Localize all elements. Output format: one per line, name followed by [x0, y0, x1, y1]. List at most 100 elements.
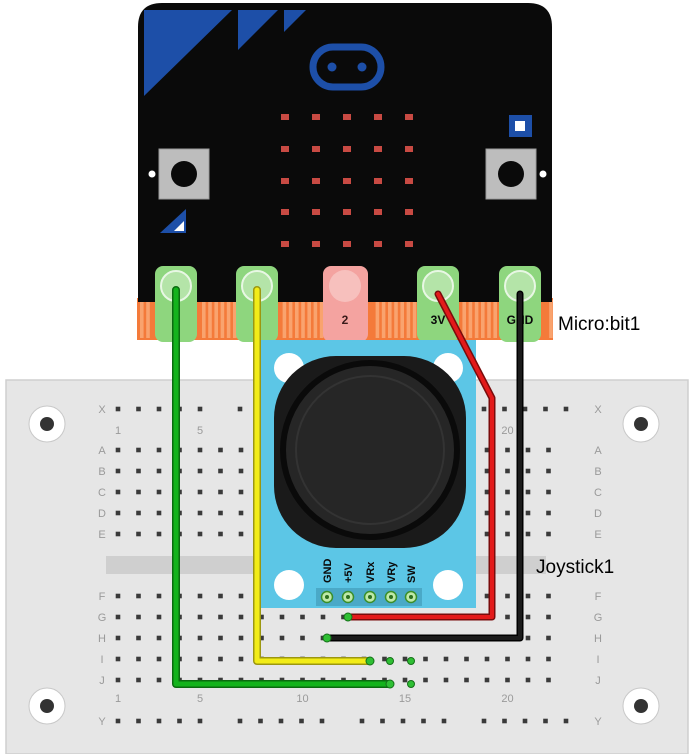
breadboard-hole[interactable] — [156, 656, 162, 662]
breadboard-hole[interactable] — [484, 593, 490, 599]
breadboard-hole[interactable] — [320, 614, 326, 620]
breadboard-hole[interactable] — [505, 677, 510, 683]
breadboard-hole[interactable] — [136, 531, 141, 537]
breadboard-hole[interactable] — [238, 447, 244, 453]
breadboard-hole[interactable] — [136, 406, 141, 412]
breadboard-hole[interactable] — [156, 677, 162, 683]
breadboard-hole[interactable] — [238, 510, 244, 516]
breadboard-hole[interactable] — [505, 447, 510, 453]
breadboard-hole[interactable] — [278, 718, 284, 724]
breadboard-hole[interactable] — [197, 447, 203, 453]
breadboard-hole[interactable] — [197, 531, 203, 537]
breadboard-hole[interactable] — [238, 614, 244, 620]
breadboard-hole[interactable] — [484, 656, 490, 662]
breadboard-hole[interactable] — [484, 447, 490, 453]
button-b[interactable] — [485, 148, 547, 200]
breadboard-hole[interactable] — [380, 718, 385, 724]
breadboard-hole[interactable] — [197, 468, 203, 474]
breadboard-hole[interactable] — [505, 510, 510, 516]
breadboard-hole[interactable] — [218, 447, 223, 453]
breadboard-hole[interactable] — [197, 489, 203, 495]
breadboard-hole[interactable] — [258, 718, 263, 724]
joystick-knob[interactable] — [280, 360, 460, 540]
breadboard-hole[interactable] — [136, 510, 141, 516]
breadboard-hole[interactable] — [421, 718, 426, 724]
breadboard-hole[interactable] — [443, 677, 449, 683]
breadboard-hole[interactable] — [402, 656, 408, 662]
breadboard-hole[interactable] — [238, 635, 244, 641]
breadboard-hole[interactable] — [136, 635, 141, 641]
breadboard-hole[interactable] — [218, 510, 223, 516]
breadboard-hole[interactable] — [481, 406, 487, 412]
breadboard-hole[interactable] — [546, 656, 551, 662]
breadboard-hole[interactable] — [423, 656, 428, 662]
breadboard-hole[interactable] — [136, 718, 141, 724]
breadboard-hole[interactable] — [279, 635, 285, 641]
breadboard-hole[interactable] — [525, 468, 531, 474]
breadboard-hole[interactable] — [279, 614, 285, 620]
breadboard-hole[interactable] — [115, 718, 121, 724]
breadboard-hole[interactable] — [546, 635, 551, 641]
breadboard-hole[interactable] — [546, 614, 551, 620]
breadboard-hole[interactable] — [115, 510, 121, 516]
breadboard-hole[interactable] — [563, 406, 569, 412]
button-a-cap[interactable] — [171, 161, 197, 187]
breadboard-hole[interactable] — [525, 635, 531, 641]
breadboard-hole[interactable] — [505, 614, 510, 620]
breadboard-hole[interactable] — [546, 531, 551, 537]
button-b-cap[interactable] — [498, 161, 524, 187]
breadboard-hole[interactable] — [505, 656, 510, 662]
breadboard-hole[interactable] — [546, 593, 551, 599]
breadboard-hole[interactable] — [546, 468, 551, 474]
breadboard-hole[interactable] — [481, 718, 487, 724]
breadboard-hole[interactable] — [359, 718, 365, 724]
breadboard-hole[interactable] — [156, 531, 162, 537]
breadboard-hole[interactable] — [546, 447, 551, 453]
breadboard-hole[interactable] — [115, 447, 121, 453]
breadboard-hole[interactable] — [505, 468, 510, 474]
breadboard-hole[interactable] — [443, 656, 449, 662]
breadboard-hole[interactable] — [505, 489, 510, 495]
breadboard-hole[interactable] — [546, 677, 551, 683]
breadboard-hole[interactable] — [156, 510, 162, 516]
breadboard-hole[interactable] — [136, 677, 141, 683]
breadboard-hole[interactable] — [441, 718, 447, 724]
breadboard-hole[interactable] — [156, 635, 162, 641]
breadboard-hole[interactable] — [525, 656, 531, 662]
breadboard-hole[interactable] — [484, 677, 490, 683]
breadboard-hole[interactable] — [319, 718, 325, 724]
breadboard-hole[interactable] — [115, 593, 121, 599]
breadboard-hole[interactable] — [522, 718, 528, 724]
breadboard-hole[interactable] — [115, 406, 121, 412]
breadboard-hole[interactable] — [156, 614, 162, 620]
breadboard-hole[interactable] — [238, 489, 244, 495]
breadboard-hole[interactable] — [505, 593, 510, 599]
breadboard-hole[interactable] — [300, 635, 305, 641]
breadboard-hole[interactable] — [218, 468, 223, 474]
breadboard-hole[interactable] — [218, 614, 223, 620]
breadboard-hole[interactable] — [502, 718, 507, 724]
breadboard-hole[interactable] — [197, 593, 203, 599]
breadboard-hole[interactable] — [484, 489, 490, 495]
breadboard-hole[interactable] — [115, 489, 121, 495]
breadboard-hole[interactable] — [525, 447, 531, 453]
breadboard-hole[interactable] — [484, 468, 490, 474]
breadboard-hole[interactable] — [218, 593, 223, 599]
breadboard-hole[interactable] — [525, 510, 531, 516]
breadboard-hole[interactable] — [136, 468, 141, 474]
breadboard-hole[interactable] — [218, 656, 223, 662]
breadboard-hole[interactable] — [484, 531, 490, 537]
breadboard-hole[interactable] — [218, 635, 223, 641]
breadboard-hole[interactable] — [136, 656, 141, 662]
breadboard-hole[interactable] — [115, 614, 121, 620]
breadboard-hole[interactable] — [546, 489, 551, 495]
breadboard-hole[interactable] — [136, 614, 141, 620]
breadboard-hole[interactable] — [136, 489, 141, 495]
breadboard-hole[interactable] — [218, 531, 223, 537]
breadboard-hole[interactable] — [177, 718, 182, 724]
breadboard-hole[interactable] — [525, 531, 531, 537]
breadboard-hole[interactable] — [197, 635, 203, 641]
breadboard-hole[interactable] — [484, 510, 490, 516]
breadboard-hole[interactable] — [115, 531, 121, 537]
breadboard-hole[interactable] — [259, 614, 264, 620]
